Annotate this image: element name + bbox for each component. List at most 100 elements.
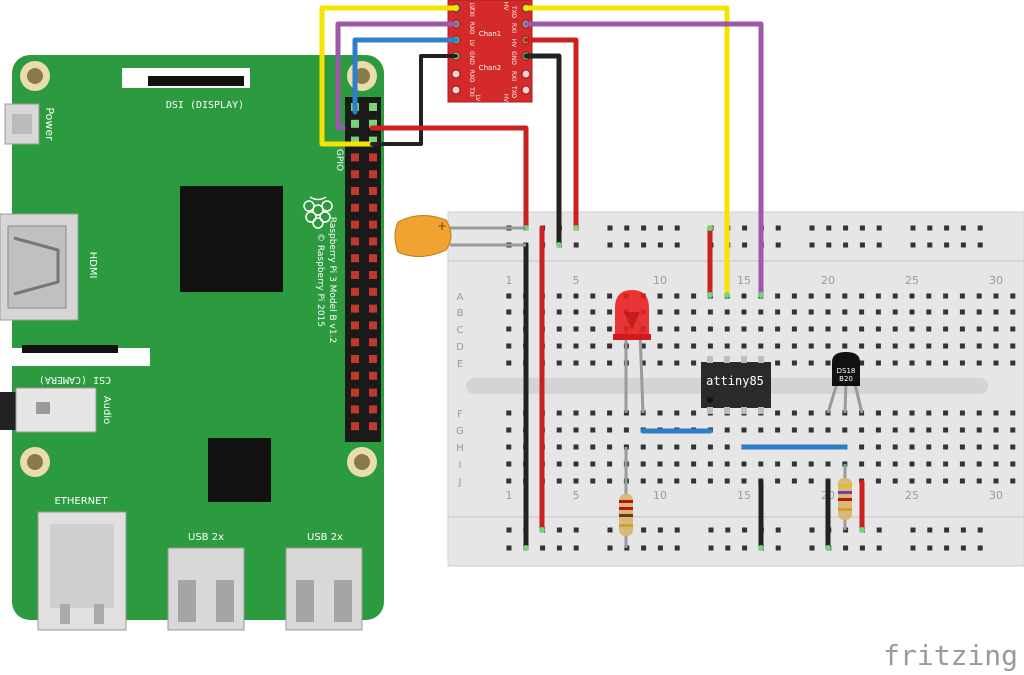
- breadboard-hole: [506, 427, 512, 433]
- breadboard-hole: [859, 360, 865, 366]
- gpio-label: GPIO: [334, 149, 344, 171]
- row-letter-d: D: [456, 342, 464, 353]
- gpio-pin[interactable]: [351, 237, 359, 246]
- shifter-hv-label: HV: [502, 2, 509, 12]
- breadboard-hole: [993, 309, 999, 315]
- breadboard-hole: [556, 309, 562, 315]
- breadboard-hole: [875, 461, 881, 467]
- wire-yellow-shifter-to-breadboard[interactable]: [523, 5, 730, 298]
- gpio-pin[interactable]: [369, 287, 377, 296]
- breadboard-hole: [909, 410, 915, 416]
- breadboard-hole: [960, 545, 966, 551]
- breadboard-hole: [640, 444, 646, 450]
- breadboard-hole: [775, 343, 781, 349]
- mounting-hole-icon: [347, 61, 377, 91]
- gpio-pin[interactable]: [351, 153, 359, 162]
- gpio-pin[interactable]: [369, 338, 377, 347]
- breadboard-hole: [607, 527, 613, 533]
- gpio-pin[interactable]: [351, 287, 359, 296]
- wire-black-shifter-lv-gnd[interactable]: [370, 54, 458, 146]
- breadboard-hole: [607, 444, 613, 450]
- breadboard-hole: [556, 527, 562, 533]
- gpio-pin[interactable]: [369, 304, 377, 313]
- shifter-pad[interactable]: [451, 69, 461, 79]
- breadboard-hole: [842, 326, 848, 332]
- gpio-pin[interactable]: [351, 321, 359, 330]
- breadboard-hole: [573, 360, 579, 366]
- gpio-pin[interactable]: [369, 220, 377, 229]
- gpio-pin[interactable]: [369, 153, 377, 162]
- gpio-pin[interactable]: [351, 355, 359, 363]
- raspberry-pi-board: Power DSI (DISPLAY) HDMI Raspberry Pi 3 …: [0, 55, 384, 631]
- gpio-pin[interactable]: [351, 170, 359, 179]
- shifter-txo-label-2: TXO: [510, 85, 517, 98]
- breadboard-hole: [724, 444, 730, 450]
- breadboard-hole: [707, 343, 713, 349]
- breadboard-hole: [959, 293, 965, 299]
- breadboard-hole: [927, 242, 933, 248]
- gpio-pin[interactable]: [351, 371, 359, 380]
- breadboard-hole: [674, 309, 680, 315]
- gpio-pin[interactable]: [369, 405, 377, 414]
- dsi-label: DSI (DISPLAY): [166, 100, 244, 111]
- wire-blue-pi-to-shifter[interactable]: [352, 37, 459, 115]
- breadboard-hole: [977, 225, 983, 231]
- gpio-pin[interactable]: [369, 103, 377, 111]
- gpio-pin[interactable]: [369, 237, 377, 246]
- breadboard-hole: [724, 478, 730, 484]
- gpio-pin[interactable]: [351, 338, 359, 347]
- gpio-pin[interactable]: [369, 371, 377, 380]
- breadboard-hole: [657, 309, 663, 315]
- gpio-pin[interactable]: [369, 187, 377, 195]
- gpio-pin[interactable]: [351, 220, 359, 229]
- gpio-pin[interactable]: [369, 422, 377, 431]
- gpio-pin[interactable]: [351, 119, 359, 128]
- breadboard-hole: [573, 527, 579, 533]
- mounting-hole-icon: [20, 447, 50, 477]
- shifter-hv-label-2: HV: [510, 39, 517, 49]
- shifter-pad[interactable]: [451, 85, 461, 95]
- gpio-pin[interactable]: [351, 304, 359, 313]
- shifter-lv-label-2: LV: [468, 40, 475, 48]
- wire-purple-pi-to-shifter[interactable]: [335, 21, 459, 131]
- gpio-pin[interactable]: [369, 203, 377, 212]
- sensor-pullup-resistor: [838, 464, 852, 530]
- shifter-pad[interactable]: [521, 69, 531, 79]
- gpio-pin[interactable]: [351, 203, 359, 212]
- breadboard-hole: [859, 461, 865, 467]
- row-letter-e: E: [457, 359, 463, 370]
- gpio-pin[interactable]: [369, 170, 377, 179]
- wire-black-shifter-hv-gnd[interactable]: [523, 53, 562, 248]
- breadboard-hole: [910, 225, 916, 231]
- wire-yellow-pi-to-shifter[interactable]: [319, 5, 459, 147]
- gpio-pin[interactable]: [369, 388, 377, 397]
- wire-purple-shifter-to-breadboard[interactable]: [523, 21, 764, 298]
- fritzing-logo: fritzing: [883, 639, 1018, 672]
- gpio-pin[interactable]: [351, 187, 359, 195]
- gpio-pin[interactable]: [369, 119, 377, 128]
- breadboard-hole: [691, 326, 697, 332]
- breadboard-hole: [640, 478, 646, 484]
- gpio-pin[interactable]: [351, 388, 359, 397]
- breadboard-hole: [758, 309, 764, 315]
- shifter-pad[interactable]: [521, 85, 531, 95]
- col-number-15-bottom: 15: [737, 489, 751, 502]
- breadboard-hole: [724, 427, 730, 433]
- breadboard-hole: [809, 527, 815, 533]
- gpio-pin[interactable]: [369, 321, 377, 330]
- breadboard-hole: [707, 309, 713, 315]
- gpio-pin[interactable]: [351, 405, 359, 414]
- breadboard-hole: [875, 343, 881, 349]
- gpio-pin[interactable]: [351, 254, 359, 263]
- wire-red-pi-5v[interactable]: [369, 125, 529, 231]
- gpio-pin[interactable]: [369, 271, 377, 279]
- gpio-pin[interactable]: [351, 136, 359, 145]
- gpio-pin[interactable]: [369, 254, 377, 263]
- gpio-pin[interactable]: [369, 136, 377, 145]
- breadboard-hole: [892, 478, 898, 484]
- gpio-pin[interactable]: [351, 271, 359, 279]
- breadboard-hole: [875, 478, 881, 484]
- gpio-pin[interactable]: [369, 355, 377, 363]
- gpio-pin[interactable]: [351, 422, 359, 431]
- wire-red-shifter-hv[interactable]: [523, 37, 579, 231]
